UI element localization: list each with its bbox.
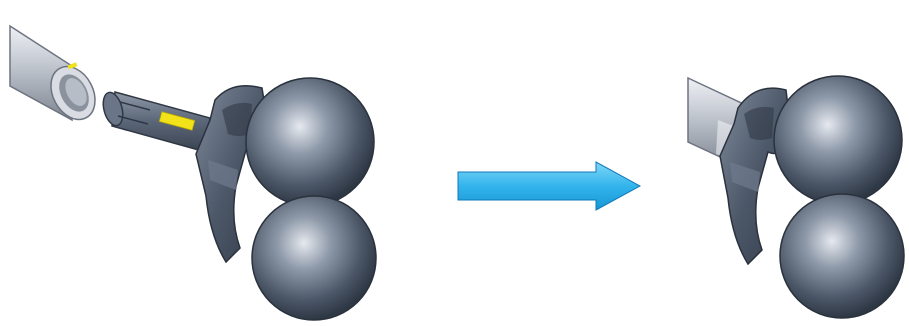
step-after-group [687, 75, 905, 319]
ball-joint-lower-icon [251, 195, 377, 321]
step-before-group [9, 24, 377, 321]
right-arrow-icon [457, 161, 642, 211]
ball-joint-upper-connected-icon [773, 75, 903, 205]
connector-peg-icon [102, 91, 211, 153]
ball-joint-upper-icon [245, 77, 375, 207]
ball-joint-lower-connected-icon [779, 193, 905, 319]
tube-icon [9, 24, 96, 122]
